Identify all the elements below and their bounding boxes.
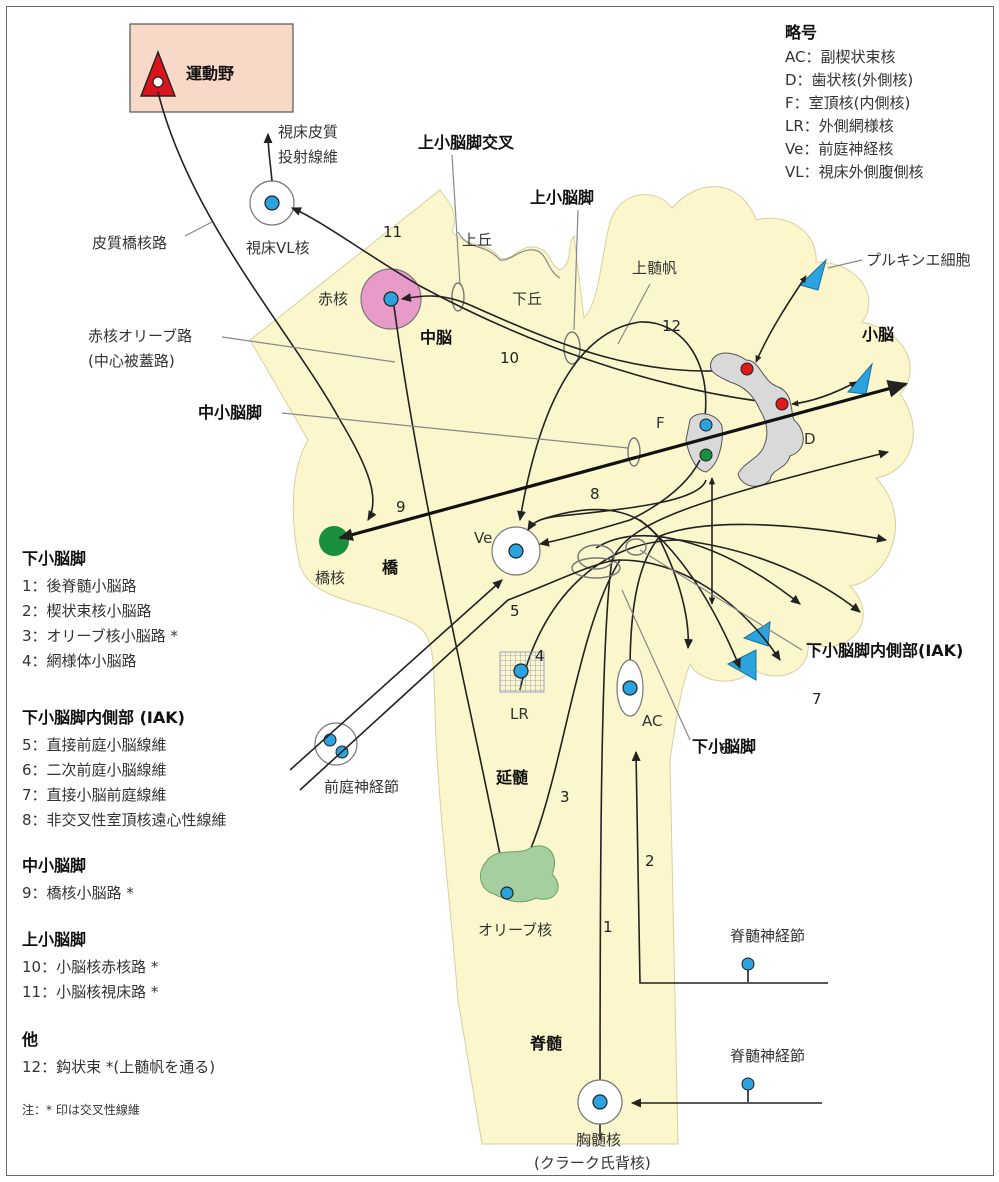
- abbr-item: D：歯状核(外側核): [785, 71, 913, 89]
- legend-item: 11：小脳核視床路 *: [22, 983, 159, 1001]
- scp-label: 上小脳脚: [530, 188, 594, 207]
- path-number-8: 8: [590, 485, 600, 503]
- vl-nucleus-label: 視床VL核: [246, 239, 310, 257]
- inferior-colliculus-label: 下丘: [512, 290, 542, 308]
- accessory-cuneate-label: AC: [642, 712, 662, 730]
- path-number-10: 10: [500, 349, 519, 367]
- pons-label: 橋: [382, 558, 399, 577]
- legend-item: 7：直接小脳前庭線維: [22, 786, 167, 804]
- pontine-label: 橋核: [315, 569, 345, 587]
- superior-velum-label: 上髄帆: [632, 259, 677, 277]
- abbreviations-title: 略号: [785, 23, 817, 42]
- legend-item: 5：直接前庭小脳線維: [22, 736, 167, 754]
- legend-note: 注：* 印は交叉性線維: [22, 1102, 140, 1117]
- spinal-ganglion-label-2: 脊髄神経節: [730, 1047, 805, 1065]
- abbr-item: LR：外側網様核: [785, 117, 894, 135]
- legend-item: 1：後脊髄小脳路: [22, 577, 137, 595]
- path-number-5: 5: [510, 602, 520, 620]
- midbrain-label: 中脳: [420, 328, 452, 347]
- path-number-11: 11: [383, 223, 402, 241]
- legend: 下小脳脚 1：後脊髄小脳路 2：楔状束核小脳路 3：オリーブ核小脳路 * 4：網…: [21, 549, 227, 1117]
- path-number-4: 4: [535, 647, 545, 665]
- abbreviations: 略号 AC：副楔状束核 D：歯状核(外側核) F：室頂核(内側核) LR：外側網…: [785, 23, 924, 181]
- motor-cortex-label: 運動野: [186, 64, 234, 83]
- path-number-9: 9: [396, 498, 406, 516]
- medulla-label: 延髄: [495, 768, 528, 787]
- red-nucleus-label: 赤核: [318, 290, 348, 308]
- thalamocortical-fiber: [268, 134, 272, 181]
- abbr-item: VL：視床外側腹側核: [785, 163, 924, 181]
- fastigial-label: F: [656, 414, 665, 432]
- legend-heading: 他: [21, 1030, 38, 1049]
- legend-heading: 下小脳脚: [22, 549, 86, 568]
- legend-item: 10：小脳核赤核路 *: [22, 958, 159, 976]
- lateral-reticular-label: LR: [510, 705, 529, 723]
- path-number-1: 1: [603, 918, 613, 936]
- path-number-6: 6: [719, 740, 729, 758]
- legend-item: 8：非交叉性室頂核遠心性線維: [22, 811, 227, 829]
- path-number-12: 12: [662, 317, 681, 335]
- scp-decussation-label: 上小脳脚交叉: [418, 133, 515, 152]
- path-number-2: 2: [645, 852, 655, 870]
- clarke-label-2: (クラーク氏背核): [534, 1154, 651, 1172]
- pontine-nuclei: [319, 526, 349, 556]
- spinal-ganglion-label-1: 脊髄神経節: [730, 927, 805, 945]
- dentate-label: D: [804, 430, 816, 448]
- mcp-label: 中小脳脚: [198, 403, 262, 422]
- spinal-cord-label: 脊髄: [529, 1034, 562, 1053]
- iak-label: 下小脳脚内側部(IAK): [806, 641, 963, 660]
- legend-item: 4：網様体小脳路: [22, 652, 137, 670]
- superior-colliculus-label: 上丘: [462, 231, 492, 249]
- legend-item: 9：橋核小脳路 *: [22, 884, 134, 902]
- abbr-item: AC：副楔状束核: [785, 48, 895, 66]
- thalamocortical-label-1: 視床皮質: [278, 123, 338, 141]
- legend-heading: 下小脳脚内側部 (IAK): [22, 708, 185, 727]
- corticopontine-label: 皮質橋核路: [92, 234, 167, 252]
- cerebellum-label: 小脳: [862, 325, 894, 344]
- abbr-item: F：室頂核(内側核): [785, 94, 910, 112]
- brainstem-cerebellum-outline: [250, 187, 913, 1144]
- vestibular-nucleus-label: Ve: [474, 529, 492, 547]
- legend-heading: 中小脳脚: [22, 856, 86, 875]
- legend-heading: 上小脳脚: [22, 930, 86, 949]
- rubro-olivary-label-1: 赤核オリーブ路: [88, 327, 192, 345]
- purkinje-label: プルキンエ細胞: [866, 251, 971, 269]
- olive-label: オリーブ核: [478, 921, 552, 939]
- legend-item: 6：二次前庭小脳線維: [22, 761, 167, 779]
- abbr-item: Ve：前庭神経核: [785, 140, 893, 158]
- rubro-olivary-label-2: (中心被蓋路): [88, 352, 175, 370]
- legend-item: 3：オリーブ核小脳路 *: [22, 627, 178, 645]
- clarke-label-1: 胸髄核: [576, 1131, 621, 1149]
- legend-item: 12：鈎状束 *(上髄帆を通る): [22, 1058, 215, 1076]
- path-number-3: 3: [560, 788, 570, 806]
- vestibular-ganglion-label: 前庭神経節: [324, 778, 399, 796]
- thalamocortical-label-2: 投射線維: [278, 148, 338, 166]
- legend-item: 2：楔状束核小脳路: [22, 602, 152, 620]
- path-number-7: 7: [812, 690, 822, 708]
